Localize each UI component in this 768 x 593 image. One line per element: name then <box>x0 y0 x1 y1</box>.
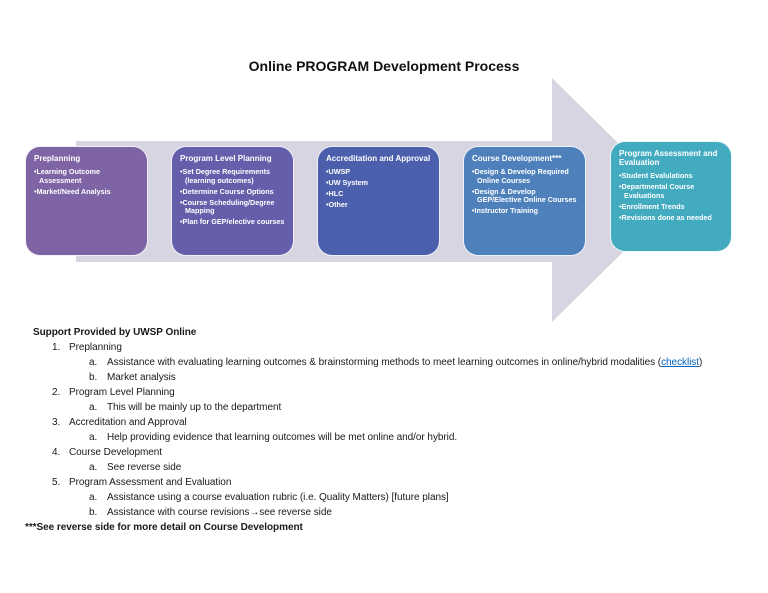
list-item-number: 4. <box>52 447 61 458</box>
list-item-text: This will be mainly up to the department <box>107 402 282 413</box>
process-step-bullet: Design & Develop GEP/Elective Online Cou… <box>472 187 578 205</box>
list-item-letter: b. <box>89 507 98 518</box>
list-item-letter: a. <box>89 492 98 503</box>
process-step-accreditation-approval: Accreditation and Approval UWSP UW Syste… <box>317 146 440 256</box>
process-step-bullet: UWSP <box>326 167 432 176</box>
process-step-bullet: Other <box>326 200 432 209</box>
list-item-text: See reverse side <box>107 462 182 473</box>
list-item-letter: a. <box>89 432 98 443</box>
list-item-text: Program Level Planning <box>69 387 175 398</box>
process-step-bullet: Revisions done as needed <box>619 213 724 222</box>
process-step-title: Preplanning <box>34 154 81 163</box>
list-item: 1. Preplanning <box>33 340 702 355</box>
list-item-text: Assistance using a course evaluation rub… <box>107 492 449 503</box>
list-item-text: Accreditation and Approval <box>69 417 187 428</box>
list-item-text: Preplanning <box>69 342 122 353</box>
process-step-program-level-planning: Program Level Planning Set Degree Requir… <box>171 146 294 256</box>
checklist-link[interactable]: checklist <box>661 357 699 368</box>
process-step-bullet: Instructor Training <box>472 206 578 215</box>
support-section: Support Provided by UWSP Online 1. Prepla… <box>25 322 702 535</box>
list-item-number: 3. <box>52 417 61 428</box>
list-item-text: Market analysis <box>107 372 176 383</box>
process-step-bullet: Set Degree Requirements (learning outcom… <box>180 167 286 185</box>
list-item: 2. Program Level Planning <box>33 385 702 400</box>
list-item-text: Assistance with course revisions→see rev… <box>107 507 332 518</box>
list-item-letter: a. <box>89 402 98 413</box>
process-step-title: Program Level Planning <box>180 154 272 163</box>
list-item-letter: a. <box>89 357 98 368</box>
process-step-title: Program Assessment and Evaluation <box>619 149 718 168</box>
process-step-bullet: Student Evalulations <box>619 171 724 180</box>
process-step-preplanning: Preplanning Learning Outcome Assessment … <box>25 146 148 256</box>
process-step-bullet: Departmental Course Evaluations <box>619 183 724 200</box>
list-item-text: Course Development <box>69 447 163 458</box>
process-step-bullet: Market/Need Analysis <box>34 187 140 196</box>
process-step-bullet: Enrollment Trends <box>619 202 724 211</box>
list-item-text: Help providing evidence that learning ou… <box>107 432 458 443</box>
list-item-text: Program Assessment and Evaluation <box>69 477 232 488</box>
process-step-course-development: Course Development*** Design & Develop R… <box>463 146 586 256</box>
process-step-program-assessment: Program Assessment and Evaluation Studen… <box>610 141 732 252</box>
list-item: 3. Accreditation and Approval <box>33 415 702 430</box>
list-subitem: a. This will be mainly up to the departme… <box>33 400 702 415</box>
list-item-text: Assistance with evaluating learning outc… <box>107 357 662 368</box>
process-step-title: Course Development*** <box>472 154 562 163</box>
list-item-letter: a. <box>89 462 98 473</box>
process-step-title: Accreditation and Approval <box>326 154 431 163</box>
list-item-letter: b. <box>89 372 98 383</box>
support-heading: Support Provided by UWSP Online <box>33 327 197 338</box>
process-step-bullet: Design & Develop Required Online Courses <box>472 167 578 185</box>
list-subitem: b. Assistance with course revisions→see r… <box>33 505 702 520</box>
process-step-bullet: UW System <box>326 178 432 187</box>
list-subitem: a. See reverse side <box>33 460 702 475</box>
process-step-bullet: Learning Outcome Assessment <box>34 167 140 185</box>
list-item-number: 2. <box>52 387 61 398</box>
process-step-bullet: Course Scheduling/Degree Mapping <box>180 198 286 216</box>
list-item: 5. Program Assessment and Evaluation <box>33 475 702 490</box>
process-step-bullet: HLC <box>326 189 432 198</box>
list-subitem: a. Assistance with evaluating learning ou… <box>33 355 702 370</box>
list-item-number: 1. <box>52 342 61 353</box>
list-subitem: a. Help providing evidence that learning … <box>33 430 702 445</box>
page-title: Online PROGRAM Development Process <box>248 58 520 74</box>
list-subitem: b. Market analysis <box>33 370 702 385</box>
footnote: ***See reverse side for more detail on C… <box>25 522 303 533</box>
list-subitem: a. Assistance using a course evaluation r… <box>33 490 702 505</box>
list-item-number: 5. <box>52 477 61 488</box>
process-step-bullet: Plan for GEP/elective courses <box>180 217 286 226</box>
list-item-text: ) <box>699 357 703 368</box>
process-step-bullet: Determine Course Options <box>180 187 286 196</box>
list-item: 4. Course Development <box>33 445 702 460</box>
